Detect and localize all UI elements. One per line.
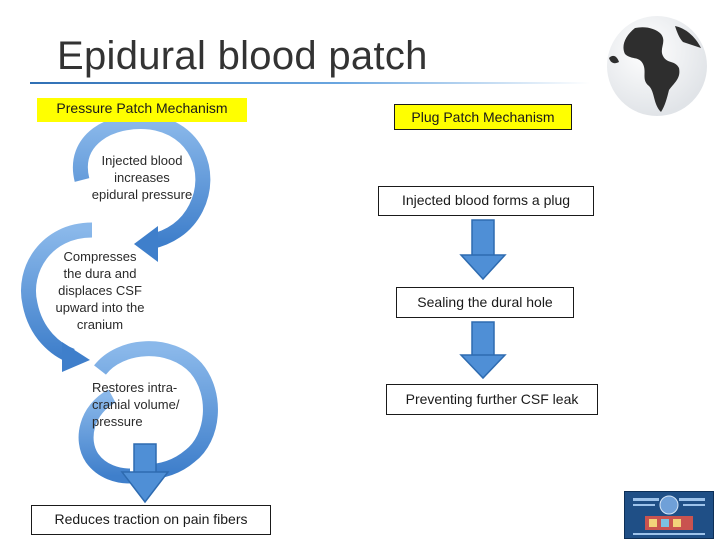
plug-step-1-text: Injected blood forms a plug xyxy=(401,192,571,208)
pressure-result-text: Reduces traction on pain fibers xyxy=(54,511,248,527)
slide-title: Epidural blood patch xyxy=(57,34,428,78)
down-arrow-icon xyxy=(459,321,507,380)
pressure-step-2: Compresses the dura and displaces CSF up… xyxy=(55,249,145,332)
plug-patch-header: Plug Patch Mechanism xyxy=(394,104,572,130)
plug-patch-header-text: Plug Patch Mechanism xyxy=(411,109,555,125)
curved-arrow-icon xyxy=(78,341,218,484)
title-divider xyxy=(30,82,590,84)
plug-step-3: Preventing further CSF leak xyxy=(386,384,598,415)
plug-step-2: Sealing the dural hole xyxy=(396,287,574,318)
pressure-step-1: Injected blood increases epidural pressu… xyxy=(91,153,193,202)
plug-step-2-text: Sealing the dural hole xyxy=(417,294,553,310)
curved-arrow-icon xyxy=(72,114,211,262)
pressure-patch-header-text: Pressure Patch Mechanism xyxy=(56,100,228,116)
globe-icon xyxy=(607,16,707,116)
curved-arrow-icon xyxy=(21,222,93,372)
pressure-step-3: Restores intra-cranial volume/ pressure xyxy=(92,380,180,429)
logo-emblem xyxy=(624,491,714,539)
plug-step-3-text: Preventing further CSF leak xyxy=(405,391,579,407)
down-arrow-icon xyxy=(459,219,507,281)
pressure-patch-header: Pressure Patch Mechanism xyxy=(37,98,247,122)
pressure-result-box: Reduces traction on pain fibers xyxy=(31,505,271,535)
plug-step-1: Injected blood forms a plug xyxy=(378,186,594,216)
down-arrow-icon xyxy=(120,443,170,504)
